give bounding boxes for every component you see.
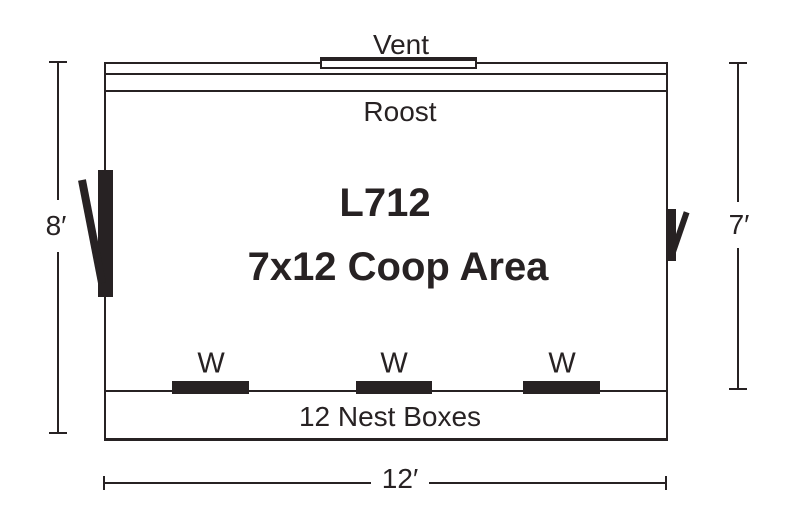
top-wall-inner-line [104,73,668,75]
right-door-leaf [666,209,676,261]
model-title: L712 [339,181,431,225]
window-label: W [548,347,576,380]
left-dimension-tick [49,61,67,63]
bottom-dimension-tick [103,476,105,490]
right-dimension-tick [729,388,747,390]
vent-shape [320,57,477,69]
bottom-dimension-line [104,482,371,484]
right-height-dimension-label: 7′ [728,209,750,240]
bottom-dimension-tick [665,476,667,490]
window-shape [172,381,249,394]
left-height-dimension-label: 8′ [45,210,67,241]
right-dimension-line [737,63,739,202]
right-dimension-tick [729,62,747,64]
vent-label: Vent [372,29,430,60]
window-shape [356,381,432,394]
roost-label: Roost [363,96,437,127]
window-shape [523,381,600,394]
roost-line [104,90,668,92]
window-label: W [197,347,225,380]
bottom-width-dimension-label: 12′ [381,463,419,494]
left-dimension-line [57,62,59,200]
left-dimension-line [57,252,59,434]
window-label: W [380,347,408,380]
right-dimension-line [737,248,739,389]
coop-outline [104,62,668,441]
coop-area-subtitle: 7x12 Coop Area [247,245,549,289]
bottom-dimension-line [429,482,666,484]
left-dimension-tick [49,432,67,434]
nest-boxes-label: 12 Nest Boxes [298,401,482,432]
